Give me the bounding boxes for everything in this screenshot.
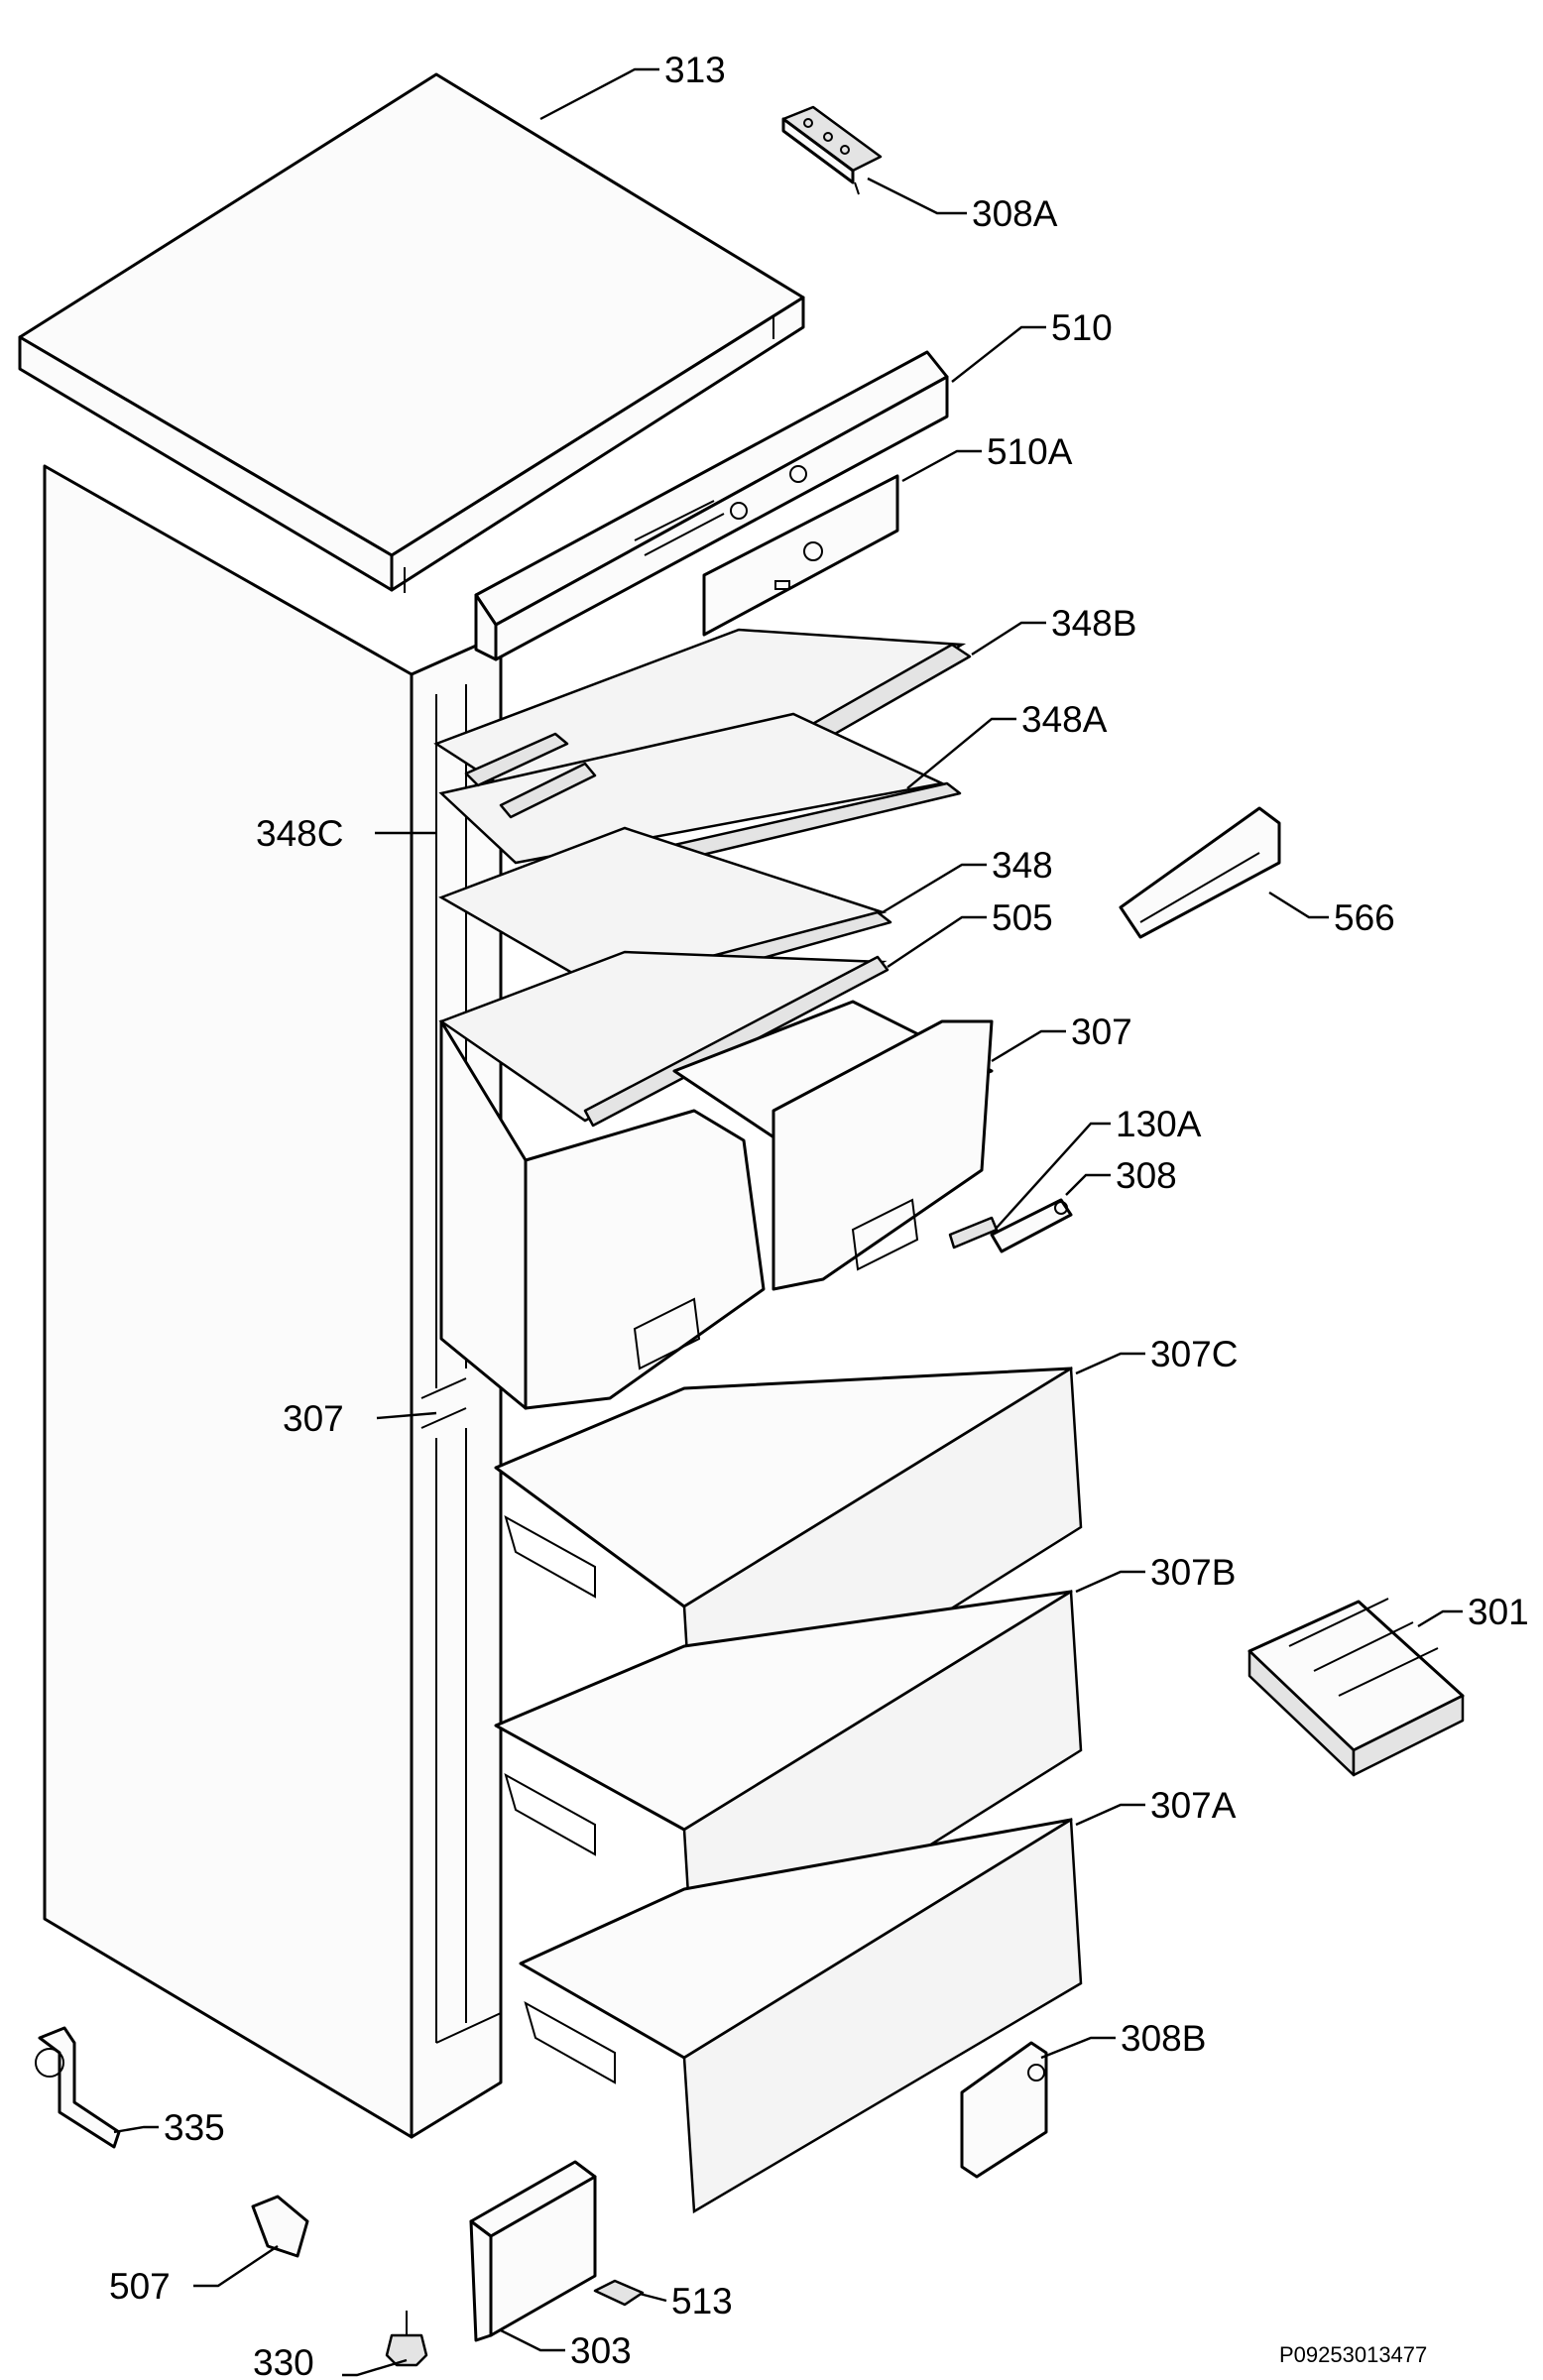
reference-code: P09253013477 bbox=[1279, 2342, 1427, 2367]
label-307-upper: 307 bbox=[1071, 1012, 1132, 1052]
tab-513 bbox=[593, 2279, 645, 2307]
label-348: 348 bbox=[992, 845, 1053, 886]
leader-lines bbox=[113, 67, 1463, 2377]
label-510a: 510A bbox=[987, 431, 1073, 472]
label-505: 505 bbox=[992, 897, 1053, 938]
panel-insert-510a bbox=[702, 474, 899, 637]
ice-tray-301 bbox=[1247, 1598, 1465, 1777]
foot-330 bbox=[385, 2311, 428, 2367]
label-510: 510 bbox=[1051, 307, 1113, 348]
label-307b: 307B bbox=[1150, 1552, 1236, 1593]
label-513: 513 bbox=[671, 2281, 733, 2321]
shelf-505 bbox=[438, 950, 890, 1128]
top-cover-313 bbox=[18, 72, 805, 593]
label-130a: 130A bbox=[1116, 1104, 1202, 1144]
clip-507 bbox=[251, 2195, 309, 2258]
hinge-308 bbox=[990, 1198, 1073, 1253]
label-308b: 308B bbox=[1121, 2018, 1206, 2059]
cabinet-body bbox=[43, 464, 503, 2139]
hinge-308a bbox=[781, 105, 883, 195]
flap-566 bbox=[1119, 806, 1281, 939]
label-301: 301 bbox=[1468, 1592, 1529, 1632]
crisper-drawer-307-left bbox=[439, 1019, 766, 1410]
label-335: 335 bbox=[164, 2107, 225, 2148]
kick-plate-303 bbox=[469, 2160, 597, 2342]
label-313: 313 bbox=[664, 50, 726, 90]
label-308: 308 bbox=[1116, 1155, 1177, 1196]
label-307c: 307C bbox=[1150, 1334, 1238, 1374]
part-labels: 313 308A 510 510A 348B 348A 348C 348 505… bbox=[109, 50, 1529, 2380]
label-308a: 308A bbox=[972, 193, 1058, 234]
label-330: 330 bbox=[253, 2342, 314, 2380]
label-307a: 307A bbox=[1150, 1785, 1237, 1826]
label-566: 566 bbox=[1334, 897, 1395, 938]
part-130a bbox=[948, 1216, 999, 1250]
freezer-drawer-307a bbox=[519, 1817, 1083, 2214]
label-507: 507 bbox=[109, 2266, 171, 2307]
hinge-335 bbox=[35, 2026, 121, 2149]
label-307-lower: 307 bbox=[283, 1398, 344, 1439]
control-panel-510 bbox=[474, 350, 949, 661]
hinge-308b bbox=[960, 2041, 1048, 2179]
label-348a: 348A bbox=[1021, 699, 1108, 740]
crisper-drawer-307-right bbox=[672, 1000, 994, 1291]
shelf-348c-rail bbox=[464, 732, 597, 819]
label-348b: 348B bbox=[1051, 603, 1136, 644]
label-303: 303 bbox=[570, 2330, 632, 2371]
label-348c: 348C bbox=[256, 813, 343, 854]
